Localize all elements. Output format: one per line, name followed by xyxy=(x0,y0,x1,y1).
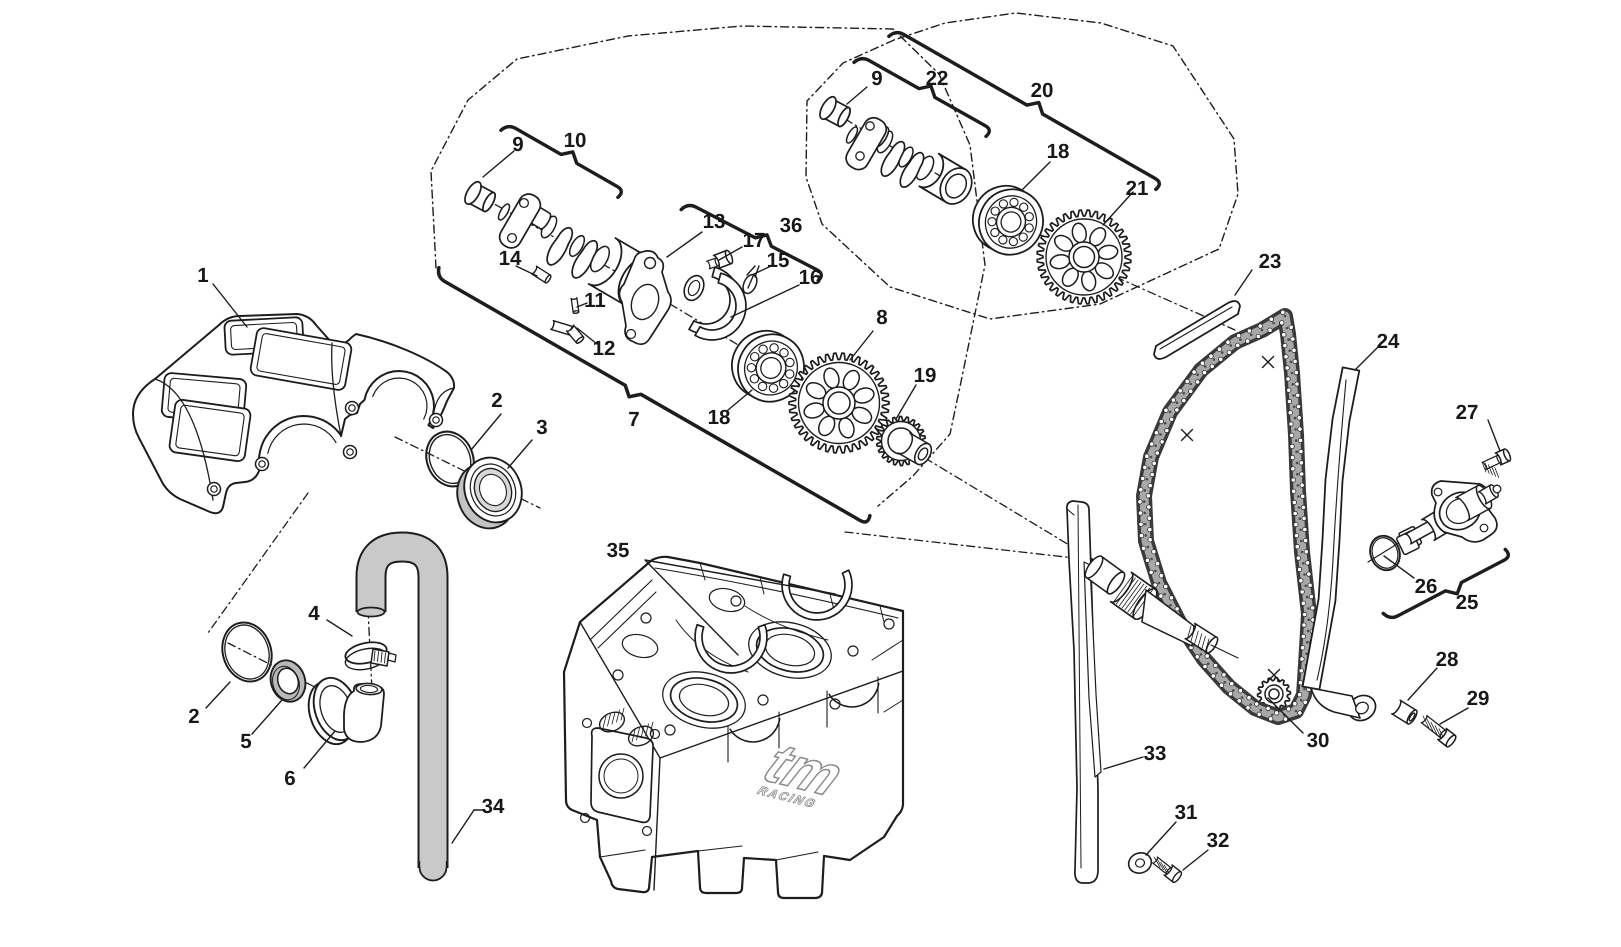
svg-text:2: 2 xyxy=(188,705,199,728)
svg-text:31: 31 xyxy=(1175,801,1198,824)
svg-text:8: 8 xyxy=(876,306,887,329)
svg-text:36: 36 xyxy=(780,214,803,237)
svg-text:3: 3 xyxy=(536,416,547,439)
svg-text:9: 9 xyxy=(871,67,882,90)
svg-text:29: 29 xyxy=(1467,687,1490,710)
svg-text:19: 19 xyxy=(914,364,937,387)
svg-text:18: 18 xyxy=(708,406,731,429)
svg-text:14: 14 xyxy=(499,247,522,270)
svg-text:12: 12 xyxy=(593,337,616,360)
svg-text:9: 9 xyxy=(512,133,523,156)
svg-text:22: 22 xyxy=(926,67,949,90)
svg-text:11: 11 xyxy=(584,289,606,312)
svg-text:1: 1 xyxy=(197,264,208,287)
svg-text:30: 30 xyxy=(1307,729,1330,752)
svg-text:6: 6 xyxy=(284,767,295,790)
svg-text:27: 27 xyxy=(1456,401,1479,424)
svg-text:13: 13 xyxy=(703,210,726,233)
svg-text:5: 5 xyxy=(240,730,251,753)
svg-text:10: 10 xyxy=(564,129,587,152)
svg-text:32: 32 xyxy=(1207,829,1230,852)
svg-text:7: 7 xyxy=(628,408,639,431)
svg-text:35: 35 xyxy=(607,539,630,562)
svg-text:16: 16 xyxy=(799,266,822,289)
svg-text:24: 24 xyxy=(1377,330,1400,353)
svg-text:4: 4 xyxy=(308,602,320,625)
svg-text:25: 25 xyxy=(1456,591,1479,614)
svg-text:28: 28 xyxy=(1436,648,1459,671)
svg-text:23: 23 xyxy=(1259,250,1282,273)
svg-text:34: 34 xyxy=(482,795,505,818)
svg-text:20: 20 xyxy=(1031,79,1054,102)
svg-text:26: 26 xyxy=(1415,575,1438,598)
svg-text:2: 2 xyxy=(491,389,502,412)
svg-text:33: 33 xyxy=(1144,742,1167,765)
svg-text:21: 21 xyxy=(1126,177,1149,200)
svg-text:17: 17 xyxy=(743,229,766,252)
svg-text:15: 15 xyxy=(767,249,790,272)
svg-text:18: 18 xyxy=(1047,140,1070,163)
